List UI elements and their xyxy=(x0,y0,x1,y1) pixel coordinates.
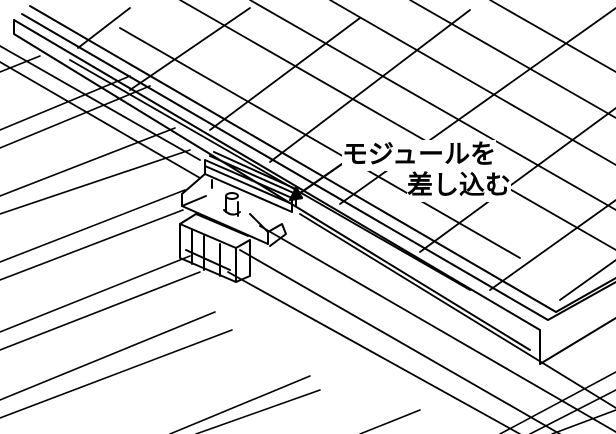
arrowhead xyxy=(288,186,304,202)
rail xyxy=(0,45,616,434)
callout-line-1: モジュールを xyxy=(342,140,497,171)
module-cells xyxy=(69,0,616,301)
leader-arrow xyxy=(288,162,344,202)
solar-module xyxy=(13,5,616,365)
callout-line-2: 差し込む xyxy=(407,171,512,202)
roof-ribs xyxy=(0,55,616,434)
clamp xyxy=(179,151,299,283)
